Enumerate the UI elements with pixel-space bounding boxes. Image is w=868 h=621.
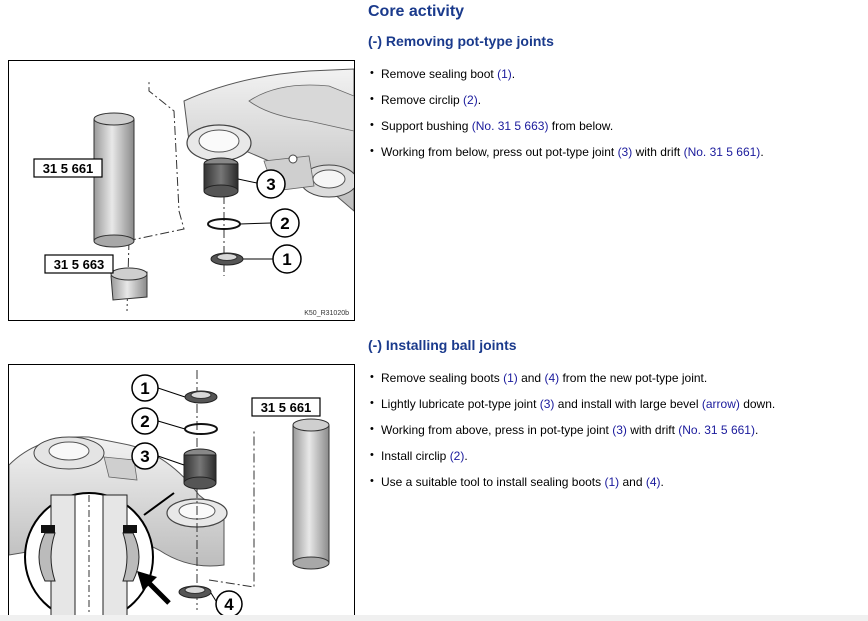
list-item: Remove sealing boot (1). [370,60,764,87]
svg-text:1: 1 [140,379,149,398]
bevel-arrow-icon [137,571,171,605]
list-item: Install circlip (2). [370,442,775,469]
tool-label-31-5-663: 31 5 663 [44,254,114,274]
cross-section-detail [24,492,175,617]
section-title-removing: (-) Removing pot-type joints [368,33,554,49]
tool-label-text: 31 5 661 [261,400,312,415]
sealing-boot-top [184,390,218,404]
svg-text:3: 3 [266,175,275,194]
tool-label-text: 31 5 661 [43,161,94,176]
reference-link[interactable]: (2) [463,93,478,107]
section-title-installing: (-) Installing ball joints [368,337,517,353]
callout-2: 2 [239,208,300,238]
svg-text:2: 2 [280,214,289,233]
reference-link[interactable]: (No. 31 5 661) [678,423,755,437]
reference-link[interactable]: (arrow) [701,397,740,411]
page-title: Core activity [368,3,465,20]
installation-steps-list: Remove sealing boots (1) and (4) from th… [370,364,775,495]
removal-steps-list: Remove sealing boot (1). Remove circlip … [370,60,764,165]
list-item: Remove sealing boots (1) and (4) from th… [370,364,775,391]
list-item: Use a suitable tool to install sealing b… [370,468,775,495]
reference-link[interactable]: (4) [645,475,661,489]
reference-link[interactable]: (No. 31 5 661) [683,145,761,159]
control-arm-housing [183,68,354,212]
callout-1: 1 [131,374,186,402]
tool-label-31-5-661: 31 5 661 [33,158,103,178]
sealing-boot-bottom [178,585,212,599]
pot-type-joint [183,448,217,490]
reference-link[interactable]: (4) [544,371,560,385]
list-item: Working from below, press out pot-type j… [370,138,764,165]
figure-id: K50_R31020b [304,310,349,317]
pot-type-joint [203,157,239,198]
list-item: Working from above, press in pot-type jo… [370,416,775,443]
figure-installing-ball-joints: 31 5 661 1 2 [8,364,355,617]
list-item: Lightly lubricate pot-type joint (3) and… [370,390,775,417]
svg-text:4: 4 [224,595,234,614]
callout-1: 1 [243,244,302,274]
tool-label-31-5-661: 31 5 661 [251,397,321,417]
reference-link[interactable]: (No. 31 5 663) [471,119,549,133]
callout-3: 3 [131,442,185,470]
list-item: Remove circlip (2). [370,86,764,113]
drift-tool [292,418,330,570]
svg-text:1: 1 [282,250,291,269]
removal-diagram: 31 5 661 31 5 663 3 2 1 K50_R31020b [33,68,354,317]
list-item: Support bushing (No. 31 5 663) from belo… [370,112,764,139]
reference-link[interactable]: (1) [604,475,620,489]
reference-link[interactable]: (1) [497,67,512,81]
callout-4: 4 [210,590,243,617]
reference-link[interactable]: (2) [449,449,465,463]
tool-label-text: 31 5 663 [54,257,105,272]
reference-link[interactable]: (1) [503,371,518,385]
reference-link[interactable]: (3) [539,397,555,411]
callout-2: 2 [131,407,186,435]
reference-link[interactable]: (3) [617,145,633,159]
horizontal-scrollbar[interactable] [0,615,868,621]
drift-tool [93,112,135,248]
svg-text:3: 3 [140,447,149,466]
callout-3: 3 [237,169,286,199]
support-bushing [110,267,148,301]
svg-text:2: 2 [140,412,149,431]
installation-diagram: 31 5 661 1 2 [9,370,330,617]
circlip [184,423,218,435]
figure-removing-pot-joints: 31 5 661 31 5 663 3 2 1 K50_R31020b [8,60,355,321]
sealing-boot [210,252,244,266]
reference-link[interactable]: (3) [612,423,627,437]
